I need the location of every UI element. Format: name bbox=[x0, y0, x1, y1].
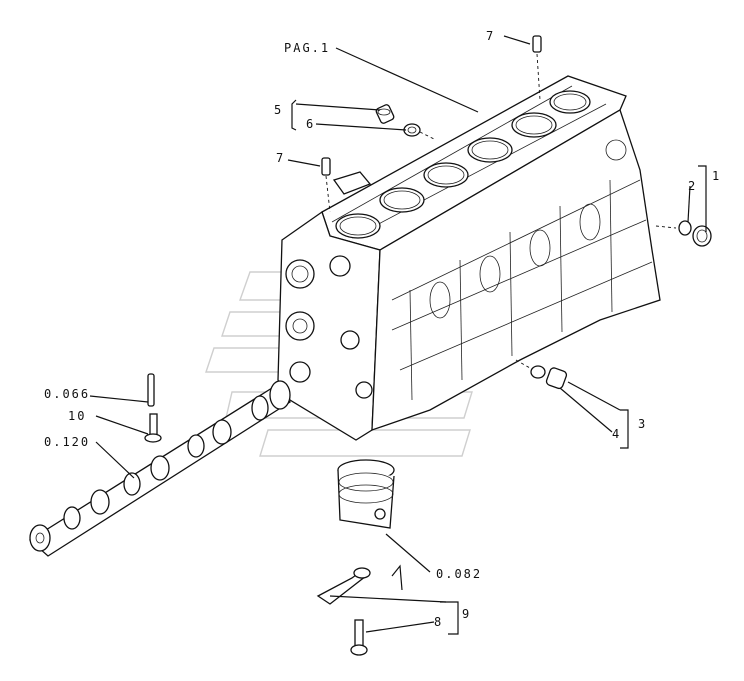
bolt-10 bbox=[144, 413, 162, 443]
label-7-left: 7 bbox=[276, 151, 285, 165]
label-9: 9 bbox=[462, 607, 471, 621]
leader-lines bbox=[89, 35, 707, 635]
label-4: 4 bbox=[612, 427, 621, 441]
label-0066: 0.066 bbox=[44, 387, 90, 401]
label-5: 5 bbox=[274, 103, 283, 117]
plug-1 bbox=[692, 225, 712, 247]
jet-fitting bbox=[316, 564, 403, 605]
washer-4 bbox=[515, 359, 546, 379]
label-0082: 0.082 bbox=[436, 567, 482, 581]
plug-5 bbox=[375, 104, 395, 124]
dowel-pin-left bbox=[321, 157, 331, 213]
piston-nozzle bbox=[337, 459, 395, 529]
washer-6 bbox=[403, 123, 437, 141]
label-7-top: 7 bbox=[486, 29, 495, 43]
washer-2 bbox=[655, 220, 692, 236]
label-6: 6 bbox=[306, 117, 315, 131]
engine-block bbox=[277, 75, 661, 441]
label-3: 3 bbox=[638, 417, 647, 431]
plug-3 bbox=[545, 367, 568, 390]
label-0120: 0.120 bbox=[44, 435, 90, 449]
label-10: 10 bbox=[68, 409, 86, 423]
dowel-pin-top bbox=[532, 35, 542, 101]
label-2: 2 bbox=[688, 179, 697, 193]
label-pag1: PAG.1 bbox=[284, 41, 330, 55]
pin-0066 bbox=[147, 373, 155, 407]
label-8: 8 bbox=[434, 615, 443, 629]
label-1: 1 bbox=[712, 169, 721, 183]
bolt-8 bbox=[350, 619, 368, 656]
camshaft bbox=[28, 380, 292, 557]
